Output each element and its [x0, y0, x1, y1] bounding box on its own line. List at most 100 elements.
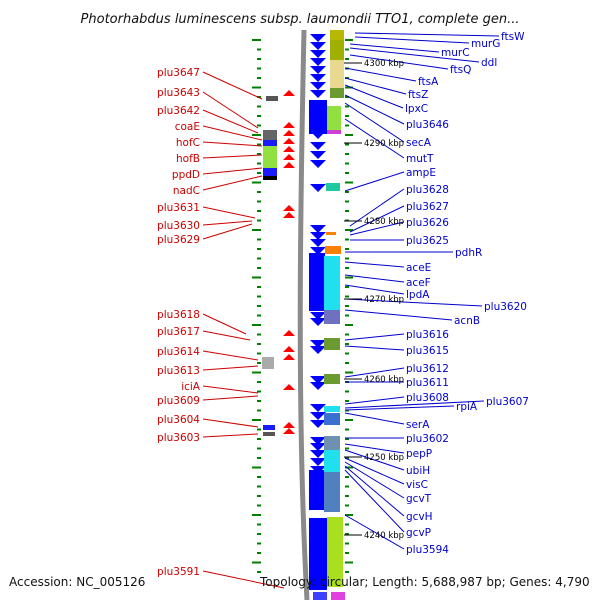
leader-line-murc — [349, 43, 440, 53]
gene-leader-lines — [202, 32, 500, 589]
plus-strand-gene-block — [324, 406, 340, 412]
minus-strand-gene-arrow — [283, 330, 295, 336]
gene-label-lpxc: lpxC — [405, 103, 428, 115]
gene-label-ddl: ddl — [481, 57, 497, 69]
gene-label-plu3604: plu3604 — [157, 414, 200, 426]
plus-strand-gene-arrow — [310, 443, 326, 451]
minus-strand-gene-block — [263, 176, 277, 180]
gene-label-nadc: nadC — [173, 185, 200, 197]
plus-strand-gene-block — [327, 106, 341, 130]
leader-line-hofc — [202, 141, 263, 147]
leader-line-gcvh — [344, 465, 405, 517]
leader-line-plu3643 — [202, 91, 259, 129]
gene-label-plu3627: plu3627 — [406, 201, 449, 213]
leader-line-plu3604 — [202, 418, 259, 428]
plus-strand-gene-block — [313, 592, 327, 600]
minus-strand-gene-arrow — [283, 122, 295, 128]
minus-strand-gene-arrow — [283, 346, 295, 352]
plus-strand-gene-body — [309, 100, 327, 134]
plus-strand-gene-arrow — [310, 458, 326, 466]
gene-label-plu3617: plu3617 — [157, 326, 200, 338]
plus-strand-gene-arrow — [310, 232, 326, 240]
gene-label-murg: murG — [471, 38, 500, 50]
minus-strand-gene-block — [262, 357, 274, 369]
leader-line-plu3612 — [344, 367, 405, 378]
minus-strand-gene-block — [263, 146, 277, 168]
leader-line-plu3647 — [202, 71, 263, 100]
leader-line-acnb — [344, 309, 453, 321]
leader-line-rpia — [344, 405, 455, 411]
gene-label-plu3608: plu3608 — [406, 392, 449, 404]
gene-label-coae: coaE — [175, 121, 200, 133]
minus-strand-gene-arrow — [283, 146, 295, 152]
plus-strand-gene-arrow — [310, 239, 326, 247]
leader-line-acee — [344, 261, 405, 268]
leader-line-ubih — [344, 449, 405, 471]
plus-strand-gene-arrow — [310, 412, 326, 420]
accession-text: Accession: NC_005126 — [9, 575, 145, 589]
gene-label-ftsa: ftsA — [418, 76, 439, 88]
gene-label-plu3594: plu3594 — [406, 544, 449, 556]
gene-label-plu3620: plu3620 — [484, 301, 527, 313]
gene-label-plu3616: plu3616 — [406, 329, 449, 341]
gene-label-ampe: ampE — [406, 167, 436, 179]
gene-label-plu3643: plu3643 — [157, 87, 200, 99]
minus-strand-gene-arrow — [283, 384, 295, 390]
minus-strand-gene-arrow — [283, 90, 295, 96]
plus-strand-gene-arrow — [310, 160, 326, 168]
plus-strand-gene-block — [324, 374, 340, 384]
leader-line-ftsa — [344, 67, 417, 82]
leader-line-gcvp — [344, 469, 405, 533]
gene-label-plu3615: plu3615 — [406, 345, 449, 357]
minus-strand-gene-arrow — [283, 162, 295, 168]
plus-strand-gene-body — [309, 253, 325, 311]
genome-summary-text: Topology: circular; Length: 5,688,987 bp… — [259, 575, 590, 589]
plus-strand-gene-arrow — [310, 34, 326, 42]
leader-line-plu3620 — [344, 298, 483, 307]
plus-strand-gene-arrow — [310, 58, 326, 66]
leader-line-ppdd — [202, 167, 263, 175]
position-marker-label: 4300 kbp — [364, 59, 404, 69]
leader-line-plu3628 — [349, 188, 405, 227]
minus-strand-gene-arrow — [283, 354, 295, 360]
plus-strand-gene-block — [331, 592, 345, 600]
plus-strand-gene-arrow — [310, 151, 326, 159]
plus-strand-gene-block — [324, 436, 340, 450]
leader-line-coae — [202, 125, 263, 141]
minus-strand-gene-block — [263, 432, 275, 436]
gene-label-hofc: hofC — [176, 137, 200, 149]
plus-strand-gene-arrow — [310, 340, 326, 348]
gene-label-plu3609: plu3609 — [157, 395, 200, 407]
gene-label-rpia: rpiA — [456, 401, 478, 413]
gene-label-ubih: ubiH — [406, 465, 430, 477]
gene-label-hofb: hofB — [176, 153, 200, 165]
plus-strand-gene-arrow — [310, 50, 326, 58]
plus-strand-gene-arrow — [310, 376, 326, 384]
gene-label-plu3611: plu3611 — [406, 377, 449, 389]
plus-strand-gene-block — [326, 183, 340, 191]
leader-line-seca — [344, 102, 405, 143]
gene-label-icia: iciA — [181, 381, 201, 393]
leader-line-nadc — [202, 175, 263, 191]
gene-label-gcvh: gcvH — [406, 511, 433, 523]
gene-label-ppdd: ppdD — [172, 169, 200, 181]
plus-strand-gene-arrow — [310, 247, 326, 255]
gene-label-ftsz: ftsZ — [408, 89, 428, 101]
leader-line-plu3626 — [349, 221, 405, 236]
leader-line-plu3591 — [202, 570, 285, 589]
leader-line-plu3613 — [202, 365, 259, 371]
minus-strand-gene-block — [266, 96, 278, 101]
gene-label-gcvp: gcvP — [406, 527, 431, 539]
plus-strand-gene-block — [324, 450, 340, 472]
gene-labels: plu3647plu3643plu3642coaEhofChofBppdDnad… — [157, 31, 529, 578]
gene-label-plu3646: plu3646 — [406, 119, 449, 131]
plus-strand-gene-arrow — [310, 66, 326, 74]
gene-label-plu3625: plu3625 — [406, 235, 449, 247]
leader-line-plu3594 — [344, 514, 405, 550]
gene-label-plu3603: plu3603 — [157, 432, 200, 444]
leader-line-plu3608 — [344, 396, 405, 405]
position-marker-label: 4280 kbp — [364, 217, 404, 227]
leader-line-mutt — [344, 118, 405, 159]
